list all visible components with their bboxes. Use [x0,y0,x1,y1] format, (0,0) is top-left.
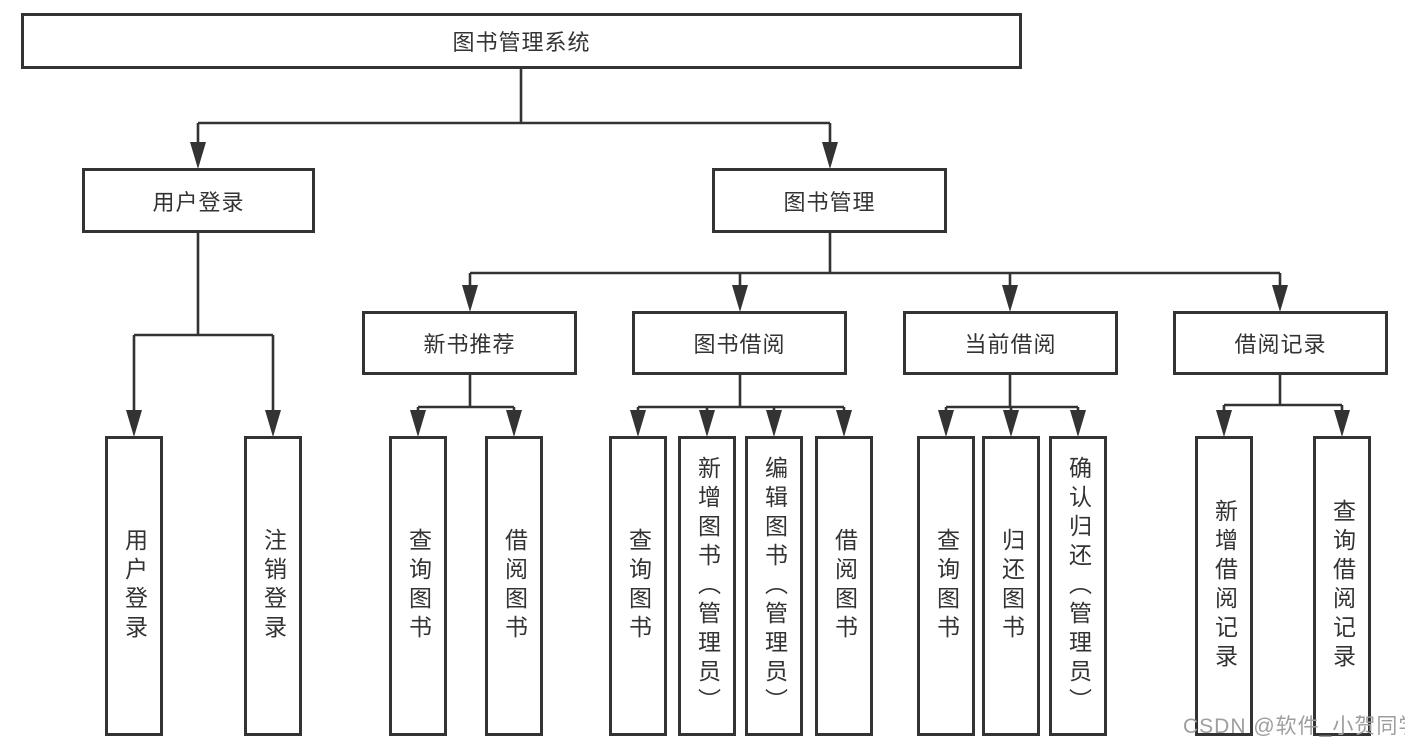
leaf-add-books-admin: 新增图书（管理员） [678,436,736,736]
leaf-current-query-books: 查询图书 [917,436,975,736]
csdn-watermark: CSDN @软件_小贺同学 [1183,715,1405,738]
leaf-recommend-borrow-books: 借阅图书 [485,436,543,736]
leaf-logout: 注销登录 [244,436,302,736]
node-borrow-records: 借阅记录 [1173,311,1388,375]
leaf-query-borrow-record: 查询借阅记录 [1313,436,1371,736]
node-current-borrow: 当前借阅 [903,311,1118,375]
leaf-edit-books-admin: 编辑图书（管理员） [745,436,803,736]
node-root-system: 图书管理系统 [21,13,1022,69]
leaf-return-books: 归还图书 [982,436,1040,736]
node-book-borrow: 图书借阅 [632,311,847,375]
node-book-management-branch: 图书管理 [712,168,947,233]
leaf-recommend-query-books: 查询图书 [389,436,447,736]
node-new-book-recommend: 新书推荐 [362,311,577,375]
leaf-user-login: 用户登录 [105,436,163,736]
leaf-borrow-books: 借阅图书 [815,436,873,736]
leaf-borrow-query-books: 查询图书 [609,436,667,736]
arrowhead-group [126,142,1350,437]
leaf-confirm-return-admin: 确认归还（管理员） [1049,436,1107,736]
node-user-login-branch: 用户登录 [82,168,315,233]
leaf-add-borrow-record: 新增借阅记录 [1195,436,1253,736]
